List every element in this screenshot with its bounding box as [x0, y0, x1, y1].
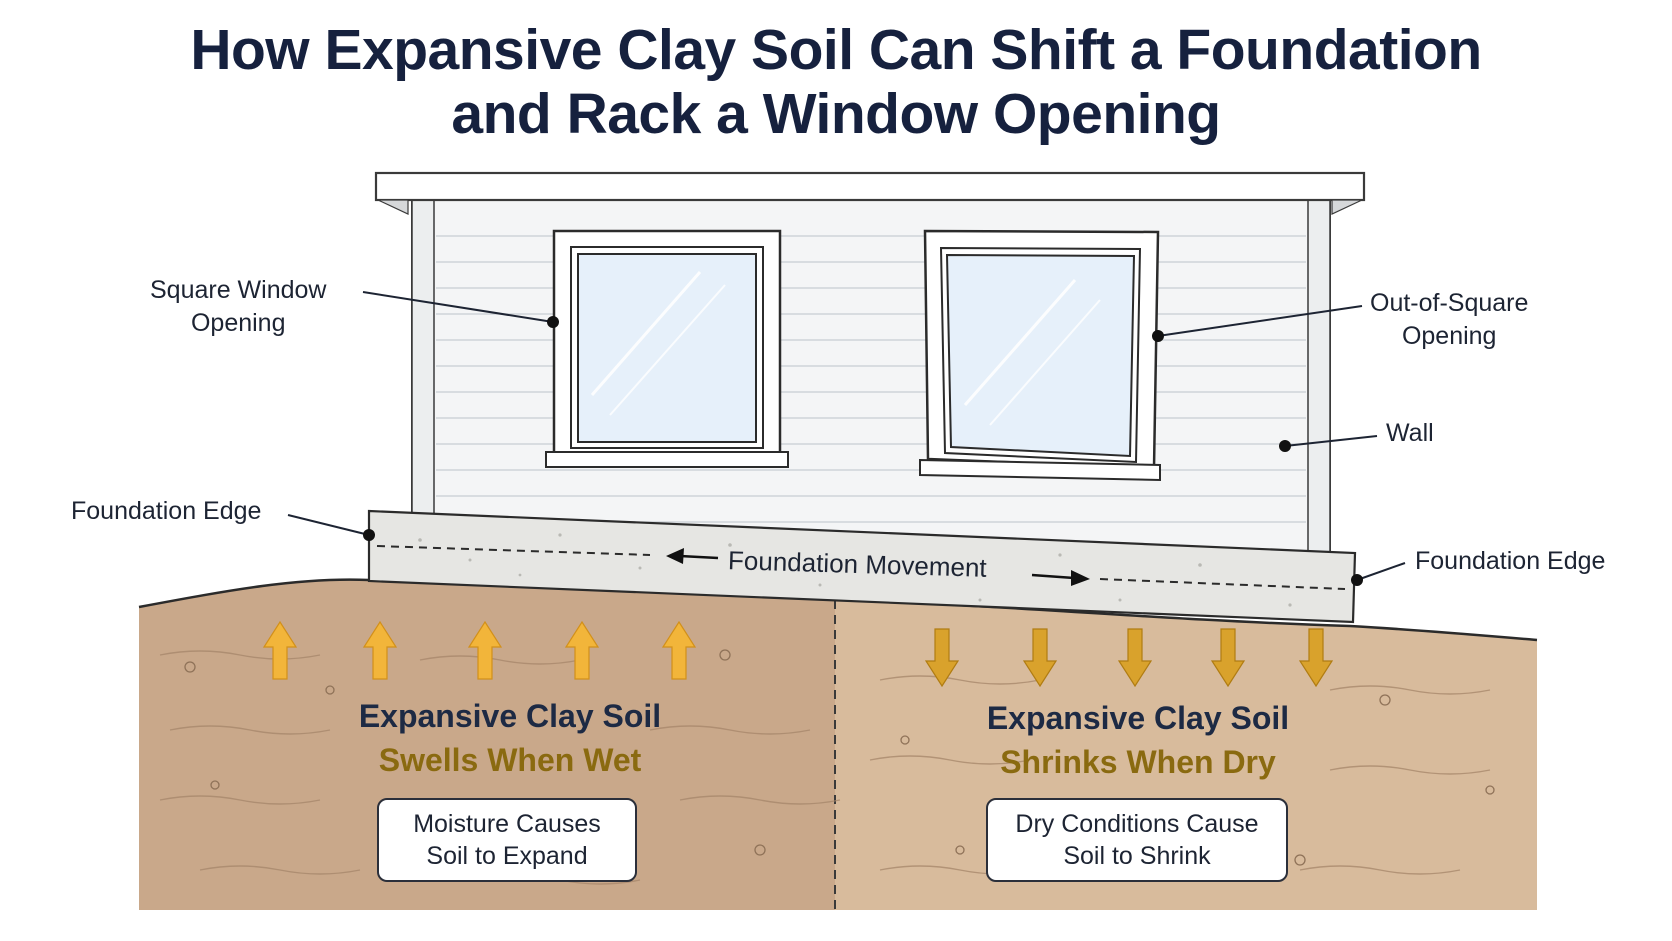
concrete-speckles [418, 533, 1292, 607]
callout-line: Out-of-Square [1370, 289, 1529, 317]
foundation-edge-left-callout: Foundation Edge [71, 497, 262, 525]
up-arrow-icon [362, 620, 398, 680]
down-arrow-icon [1298, 628, 1334, 688]
soil-texture [159, 650, 1491, 885]
down-arrow-icon [1022, 628, 1058, 688]
page-title: How Expansive Clay Soil Can Shift a Foun… [0, 18, 1672, 146]
wall-callout: Wall [1386, 419, 1434, 447]
note-line: Soil to Shrink [1063, 842, 1211, 870]
foundation-slab [367, 509, 1357, 624]
soil-right-note: Dry Conditions Cause Soil to Shrink [986, 798, 1288, 882]
soil-right-heading: Expansive Clay Soil Shrinks When Dry [968, 696, 1308, 784]
down-arrow-icon [924, 628, 960, 688]
square-window [545, 229, 789, 468]
soil-right-title: Expansive Clay Soil [986, 700, 1290, 736]
foundation-edge-right-callout: Foundation Edge [1415, 547, 1606, 575]
arrow-left-icon [666, 548, 719, 564]
up-arrow-icon [564, 620, 600, 680]
window-sill [545, 451, 789, 468]
roof-eave [374, 171, 1366, 202]
soil-right-subtitle: Shrinks When Dry [1000, 744, 1276, 780]
up-arrow-icon [661, 620, 697, 680]
out-of-square-window [919, 229, 1161, 482]
soil-left-heading: Expansive Clay Soil Swells When Wet [340, 694, 680, 782]
out-of-square-callout: Out-of-Square Opening [1370, 287, 1528, 353]
square-window-callout: Square Window Opening [150, 274, 326, 340]
title-line-1: How Expansive Clay Soil Can Shift a Foun… [190, 18, 1482, 82]
callout-line: Opening [1401, 322, 1497, 350]
down-arrow-icon [1117, 628, 1153, 688]
note-line: Dry Conditions Cause [1015, 810, 1259, 838]
soil-pebbles [184, 649, 1495, 866]
down-arrow-icon [1210, 628, 1246, 688]
arrow-right-icon [1031, 570, 1090, 586]
callout-line: Opening [190, 309, 286, 337]
title-line-2: and Rack a Window Opening [451, 82, 1221, 146]
soil-left-wet [139, 578, 835, 910]
shrink-arrows [924, 628, 1334, 688]
note-line: Moisture Causes [413, 810, 601, 838]
swell-arrows [262, 620, 697, 680]
window-sill [919, 458, 1161, 482]
callout-line: Square Window [150, 276, 327, 304]
house-wall [374, 171, 1366, 556]
soil-left-note: Moisture Causes Soil to Expand [377, 798, 637, 882]
up-arrow-icon [262, 620, 298, 680]
soil-left-subtitle: Swells When Wet [378, 742, 642, 778]
callout-leaders [287, 291, 1406, 586]
up-arrow-icon [467, 620, 503, 680]
note-line: Soil to Expand [426, 842, 588, 870]
soil-left-title: Expansive Clay Soil [358, 698, 662, 734]
